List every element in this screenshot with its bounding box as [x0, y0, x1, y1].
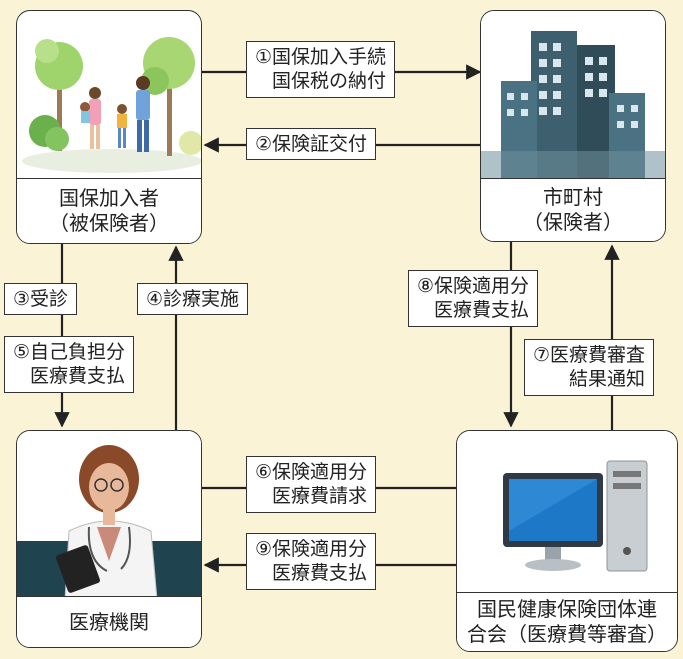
step1-label: ①国保加入手続 国保税の納付	[246, 41, 396, 98]
insured-label: 国保加入者 （被保険者）	[17, 178, 201, 243]
insured-node: 国保加入者 （被保険者）	[16, 10, 202, 244]
municipality-node: 市町村 （保険者）	[480, 10, 666, 242]
step4-label: ④診療実施	[137, 283, 249, 316]
step5-label: ⑤自己負担分 医療費支払	[4, 336, 135, 393]
step9-label: ⑨保険適用分 医療費支払	[246, 533, 377, 590]
step7-label: ⑦医療費審査 結果通知	[524, 339, 655, 396]
medical-label: 医療機関	[17, 596, 201, 647]
step8-label: ⑧保険適用分 医療費支払	[408, 270, 539, 327]
step3-label: ③受診	[4, 283, 78, 316]
step6-label: ⑥保険適用分 医療費請求	[246, 456, 377, 513]
federation-label: 国民健康保険団体連 合会（医療費等審査）	[457, 592, 677, 651]
medical-node: 医療機関	[16, 430, 202, 648]
municipality-label: 市町村 （保険者）	[481, 178, 665, 241]
family-park-icon	[17, 11, 201, 181]
federation-node: 国民健康保険団体連 合会（医療費等審査）	[456, 430, 678, 652]
doctor-icon	[17, 431, 201, 600]
step2-label: ②保険証交付	[246, 128, 377, 161]
city-buildings-icon	[481, 11, 665, 181]
computer-icon	[457, 431, 677, 595]
